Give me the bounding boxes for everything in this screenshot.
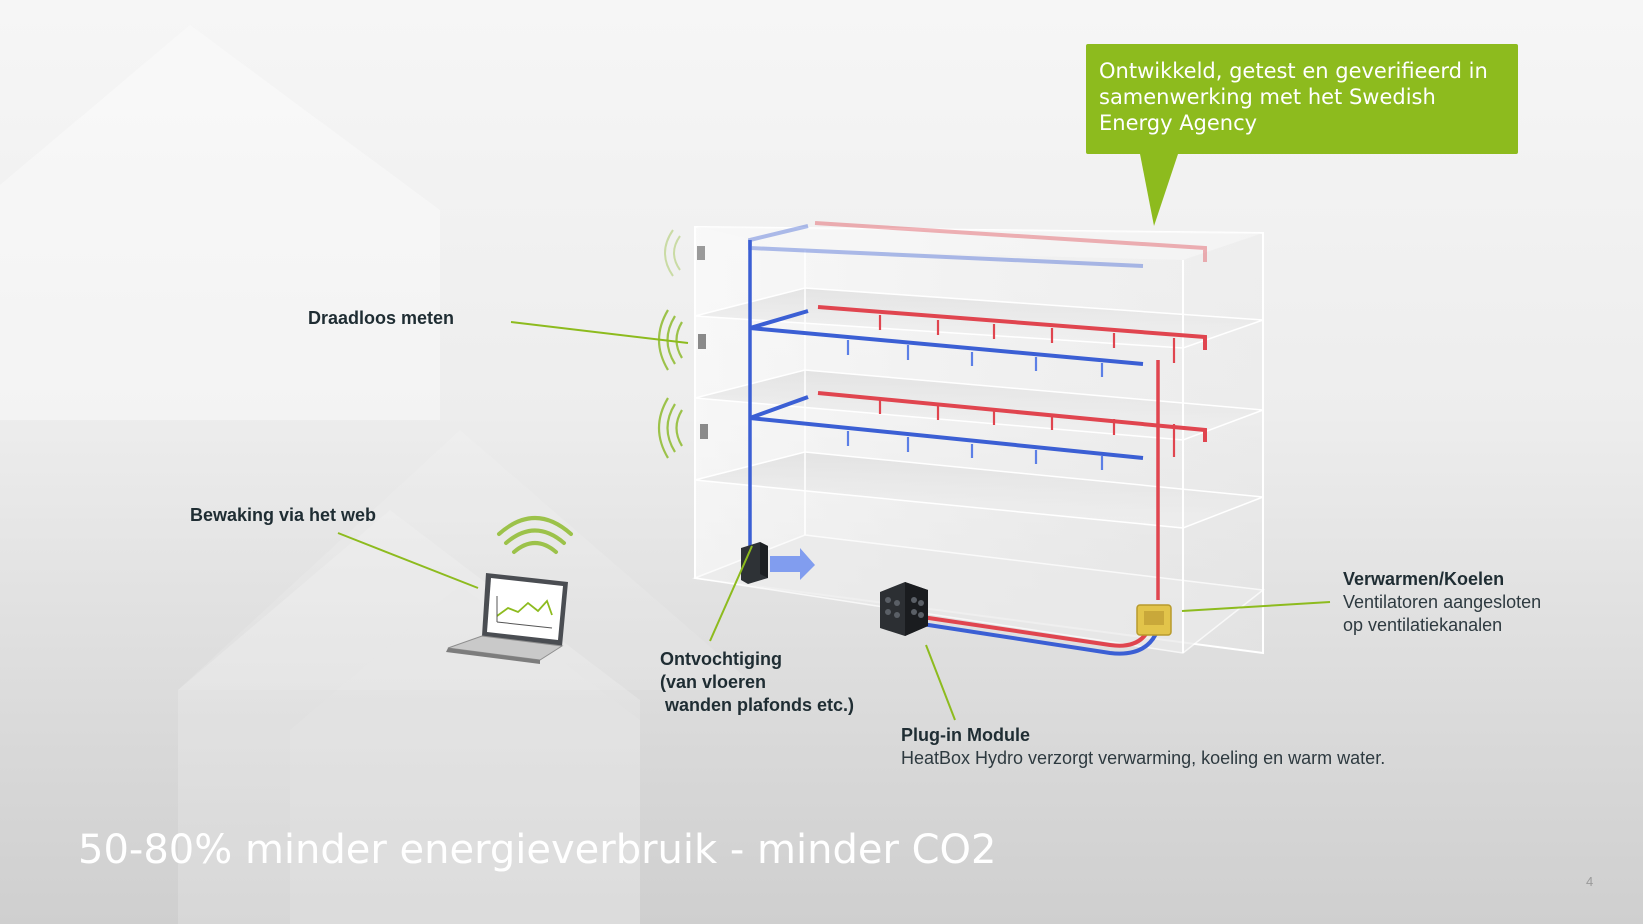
label-dehumidification: Ontvochtiging (van vloeren wanden plafon… <box>660 648 854 717</box>
label-wireless-measurement: Draadloos meten <box>308 307 454 330</box>
label-web-title: Bewaking via het web <box>190 505 377 525</box>
laptop-icon <box>446 573 568 664</box>
fan-unit-icon <box>1136 604 1172 636</box>
callout-text: Ontwikkeld, getest en geverifieerd in sa… <box>1099 59 1488 135</box>
label-heat-cool: Verwarmen/Koelen Ventilatoren aangeslote… <box>1343 568 1541 637</box>
label-plugin-module: Plug-in Module HeatBox Hydro verzorgt ve… <box>901 724 1385 770</box>
airflow-arrows <box>846 315 1176 470</box>
callout-pointer <box>1140 154 1178 226</box>
callout-box: Ontwikkeld, getest en geverifieerd in sa… <box>1086 44 1518 154</box>
leader-lines <box>337 321 1331 721</box>
pipe-risers <box>748 240 1160 600</box>
heatbox-module-icon <box>880 582 928 636</box>
wifi-signal-icon <box>497 516 573 554</box>
page-number: 4 <box>1586 874 1594 889</box>
label-plugin-title: Plug-in Module <box>901 725 1030 745</box>
label-dehumid-line3: wanden plafonds etc.) <box>660 695 855 715</box>
dehumidifier-icon <box>741 542 815 584</box>
label-dehumid-line2: (van vloeren <box>660 672 767 692</box>
label-web-monitoring: Bewaking via het web <box>190 504 376 527</box>
label-plugin-desc: HeatBox Hydro verzorgt verwarming, koeli… <box>901 748 1386 768</box>
slide-title: 50-80% minder energieverbruik - minder C… <box>78 827 997 873</box>
label-heatcool-title: Verwarmen/Koelen <box>1343 569 1505 589</box>
label-heatcool-desc2: op ventilatiekanalen <box>1343 615 1503 635</box>
label-heatcool-desc1: Ventilatoren aangesloten <box>1343 592 1542 612</box>
label-wireless-title: Draadloos meten <box>308 308 455 328</box>
label-dehumid-line1: Ontvochtiging <box>660 649 782 669</box>
